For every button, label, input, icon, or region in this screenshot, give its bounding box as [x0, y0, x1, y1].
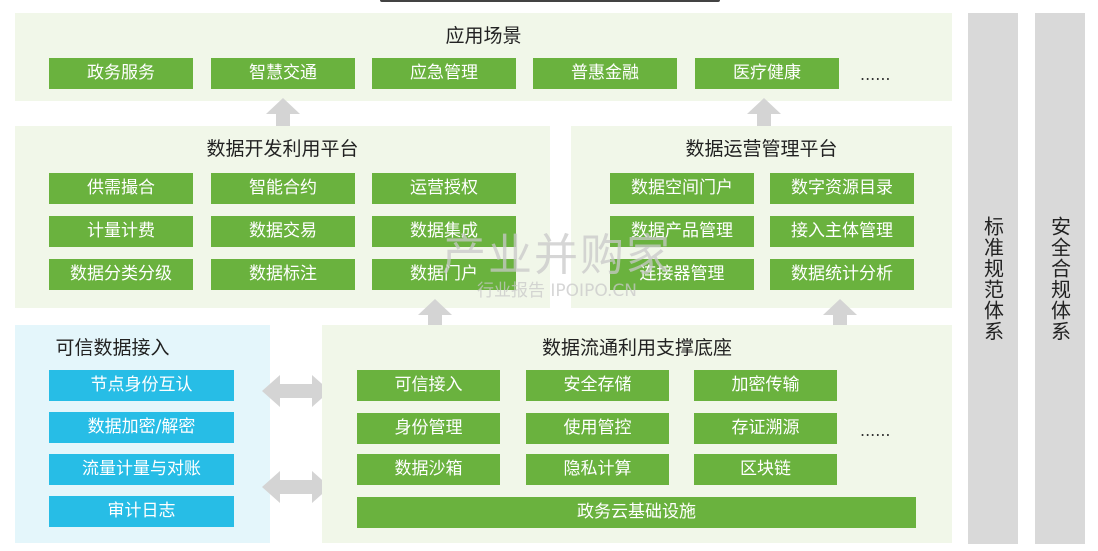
base-item-secure-storage[interactable]: 安全存储: [526, 370, 669, 401]
trusted-access-panel: 可信数据接入 节点身份互认 数据加密/解密 流量计量与对账 审计日志: [15, 325, 270, 543]
data-ops-platform-panel: 数据运营管理平台 数据空间门户 数字资源目录 数据产品管理 接入主体管理 连接器…: [571, 126, 952, 308]
application-scenarios-title: 应用场景: [445, 25, 522, 47]
dev-item-data-classification[interactable]: 数据分类分级: [49, 259, 193, 290]
app-item-gov-service[interactable]: 政务服务: [49, 58, 193, 89]
base-item-traceability[interactable]: 存证溯源: [694, 413, 837, 444]
top-partial-title: [380, 0, 720, 2]
data-circulation-base-title: 数据流通利用支撑底座: [541, 337, 732, 359]
security-compliance-bar: 安全合规体系: [1035, 13, 1085, 544]
bidirectional-arrow-icon: [262, 471, 330, 503]
dev-item-metering-billing[interactable]: 计量计费: [49, 216, 193, 247]
base-item-usage-control[interactable]: 使用管控: [526, 413, 669, 444]
app-item-inclusive-finance[interactable]: 普惠金融: [533, 58, 677, 89]
base-item-encrypted-transfer[interactable]: 加密传输: [694, 370, 837, 401]
trusted-item-identity-mutual[interactable]: 节点身份互认: [49, 370, 234, 401]
base-item-identity-management[interactable]: 身份管理: [357, 413, 500, 444]
arrow-up-icon: [266, 98, 300, 128]
dev-item-data-labeling[interactable]: 数据标注: [211, 259, 355, 290]
trusted-item-audit-log[interactable]: 审计日志: [49, 496, 234, 527]
trusted-item-encrypt-decrypt[interactable]: 数据加密/解密: [49, 412, 234, 443]
base-item-privacy-computing[interactable]: 隐私计算: [526, 454, 669, 485]
ops-item-statistics[interactable]: 数据统计分析: [770, 259, 914, 290]
ops-item-subject-management[interactable]: 接入主体管理: [770, 216, 914, 247]
dev-item-data-integration[interactable]: 数据集成: [372, 216, 516, 247]
standards-system-label: 标准规范体系: [980, 215, 1005, 342]
data-dev-platform-title: 数据开发利用平台: [206, 138, 359, 160]
dev-item-ops-authorization[interactable]: 运营授权: [372, 173, 516, 204]
app-item-emergency[interactable]: 应急管理: [372, 58, 516, 89]
app-more-dots: ......: [860, 65, 891, 84]
app-item-smart-traffic[interactable]: 智慧交通: [211, 58, 355, 89]
data-circulation-base-panel: 数据流通利用支撑底座 可信接入 安全存储 加密传输 身份管理 使用管控 存证溯源…: [322, 325, 952, 543]
base-footer-gov-cloud[interactable]: 政务云基础设施: [357, 497, 916, 528]
bidirectional-arrow-icon: [262, 375, 330, 407]
app-item-healthcare[interactable]: 医疗健康: [695, 58, 839, 89]
dev-item-smart-contract[interactable]: 智能合约: [211, 173, 355, 204]
trusted-access-title: 可信数据接入: [55, 337, 170, 359]
ops-item-resource-catalog[interactable]: 数字资源目录: [770, 173, 914, 204]
data-dev-platform-panel: 数据开发利用平台 供需撮合 智能合约 运营授权 计量计费 数据交易 数据集成 数…: [15, 126, 550, 308]
base-more-dots: ......: [860, 421, 891, 440]
trusted-item-traffic-metering[interactable]: 流量计量与对账: [49, 454, 234, 485]
ops-item-space-portal[interactable]: 数据空间门户: [610, 173, 754, 204]
security-compliance-label: 安全合规体系: [1047, 215, 1072, 342]
base-item-blockchain[interactable]: 区块链: [694, 454, 837, 485]
dev-item-data-trading[interactable]: 数据交易: [211, 216, 355, 247]
dev-item-supply-demand[interactable]: 供需撮合: [49, 173, 193, 204]
base-item-data-sandbox[interactable]: 数据沙箱: [357, 454, 500, 485]
base-item-trusted-access[interactable]: 可信接入: [357, 370, 500, 401]
application-scenarios-panel: 应用场景 政务服务 智慧交通 应急管理 普惠金融 医疗健康 ......: [15, 13, 952, 101]
arrow-up-icon: [823, 299, 857, 331]
standards-system-bar: 标准规范体系: [968, 13, 1018, 544]
ops-item-connector-management[interactable]: 连接器管理: [610, 259, 754, 290]
arrow-up-icon: [747, 98, 781, 128]
data-ops-platform-title: 数据运营管理平台: [685, 138, 838, 160]
ops-item-product-management[interactable]: 数据产品管理: [610, 216, 754, 247]
dev-item-data-portal[interactable]: 数据门户: [372, 259, 516, 290]
arrow-up-icon: [418, 299, 452, 331]
